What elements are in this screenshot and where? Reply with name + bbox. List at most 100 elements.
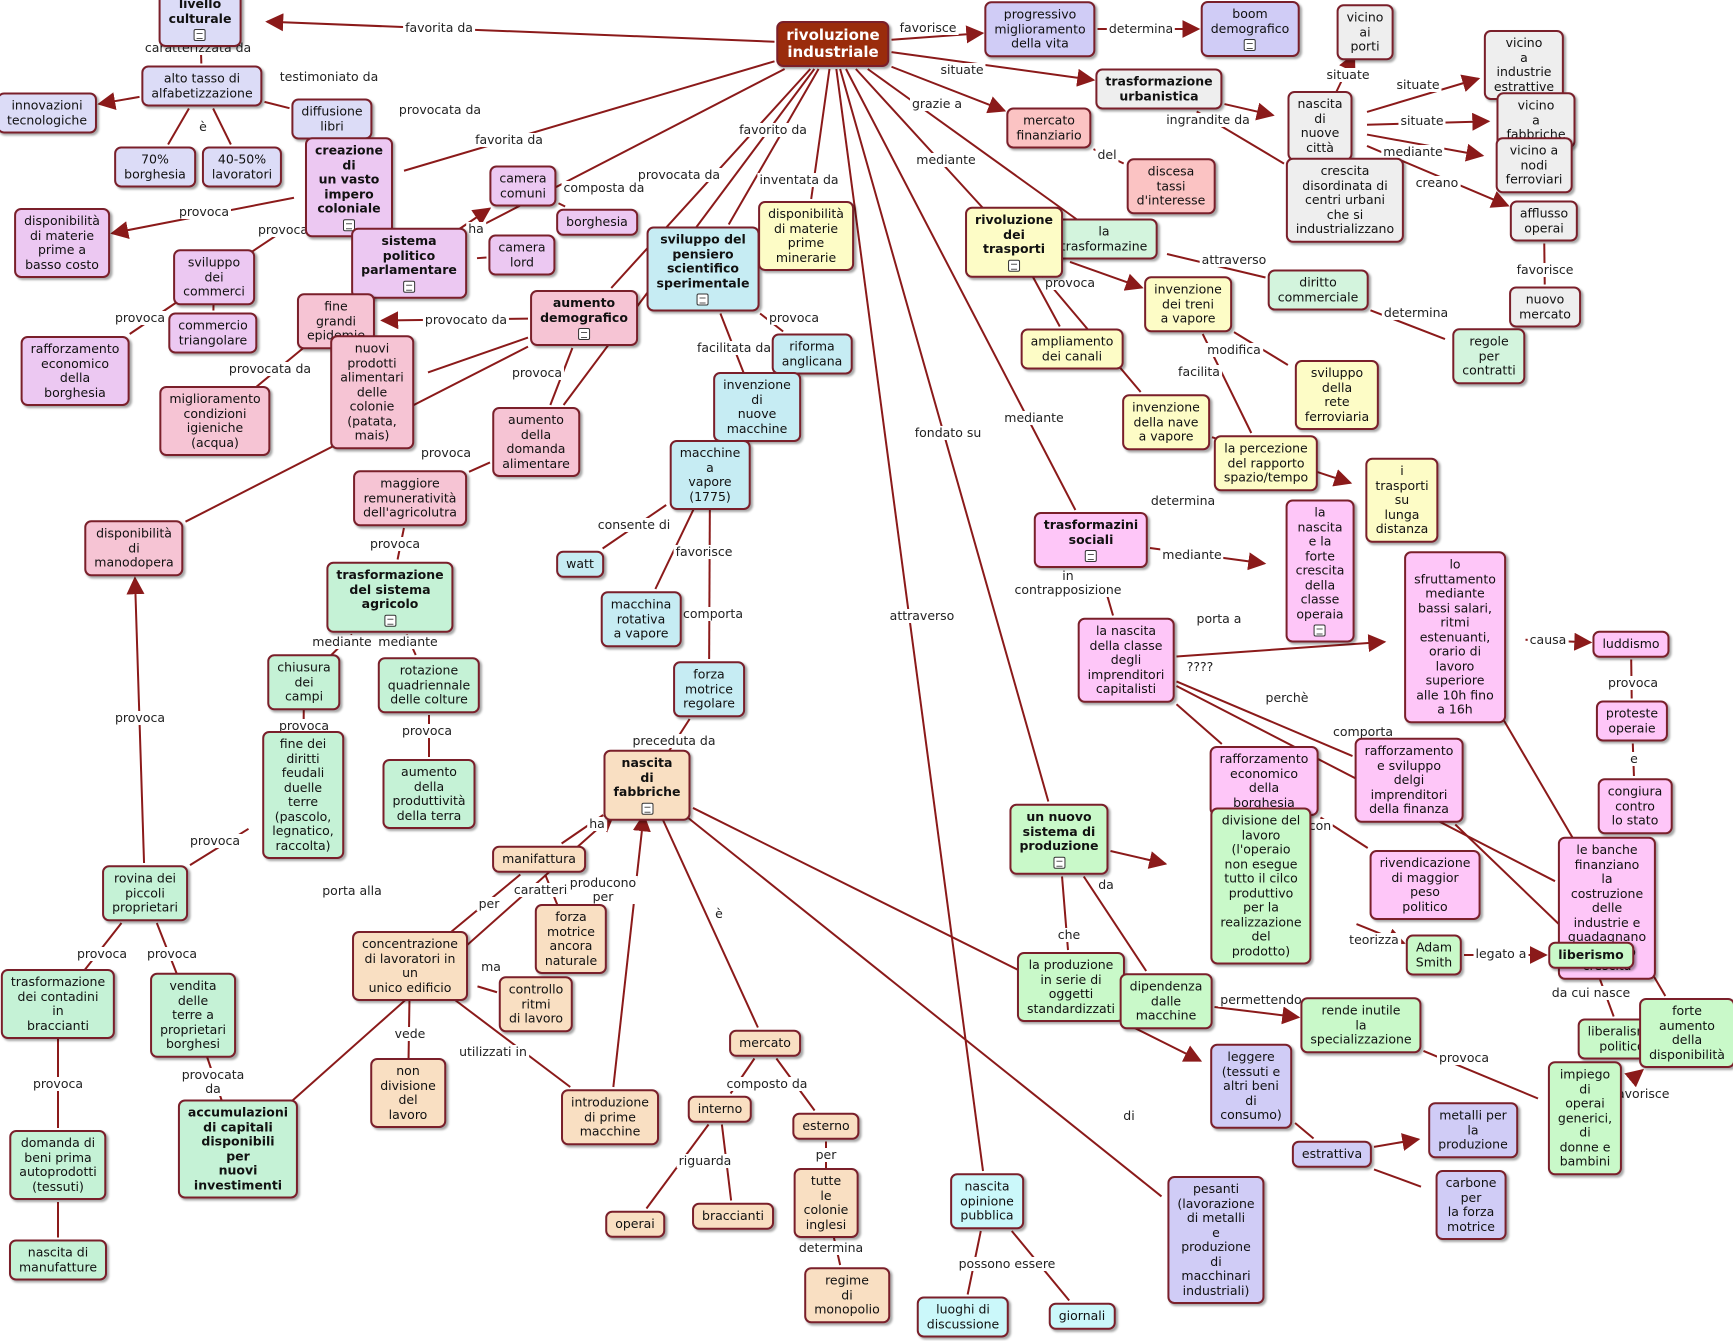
concept-node-esr[interactable]: estrattiva [1291, 1140, 1373, 1168]
concept-node-rpp[interactable]: rovina dei piccoli proprietari [102, 865, 188, 921]
concept-node-ccs[interactable]: congiura contro lo stato [1597, 778, 1673, 834]
concept-node-psd[interactable]: la produzione in serie di oggetti standa… [1016, 952, 1126, 1022]
concept-node-fmr[interactable]: forza motrice regolare [673, 661, 745, 717]
document-icon[interactable] [193, 29, 206, 41]
concept-node-lib[interactable]: liberismo [1548, 941, 1634, 969]
concept-node-aop[interactable]: afflusso operai [1509, 200, 1579, 242]
concept-node-p40[interactable]: 40-50% lavoratori [201, 146, 283, 188]
concept-node-rebo[interactable]: rafforzamento economico della borghesia [20, 336, 130, 406]
concept-node-int[interactable]: interno [687, 1095, 753, 1123]
concept-node-dti[interactable]: discesa tassi d'interesse [1126, 158, 1216, 214]
concept-node-fad[interactable]: forte aumento della disponibilità [1639, 998, 1733, 1068]
document-icon[interactable] [342, 218, 355, 231]
concept-node-rpc[interactable]: regole per contratti [1452, 328, 1526, 384]
concept-node-rmp[interactable]: rivendicazione di maggior peso politico [1369, 850, 1481, 920]
document-icon[interactable] [1052, 856, 1065, 869]
concept-node-apt[interactable]: aumento della produttività della terra [382, 759, 476, 829]
concept-node-crl[interactable]: controllo ritmi di lavoro [498, 976, 574, 1032]
concept-node-dmp[interactable]: disponibilità di materie prime a basso c… [14, 208, 110, 278]
concept-node-inv[interactable]: invenzione della nave a vapore [1122, 394, 1210, 450]
concept-node-p70[interactable]: 70% borghesia [114, 146, 196, 188]
concept-node-nnc[interactable]: nascita di nuove città [1287, 91, 1353, 161]
concept-node-srf[interactable]: sviluppo della rete ferroviaria [1294, 360, 1380, 430]
concept-node-tld[interactable]: i trasporti su lunga distanza [1365, 457, 1439, 543]
concept-node-ri[interactable]: rivoluzione industriale [776, 21, 890, 67]
concept-node-tso[interactable]: trasformazini sociali [1033, 512, 1149, 568]
concept-node-vpo[interactable]: vicino ai porti [1336, 4, 1394, 60]
concept-node-clo[interactable]: camera lord [488, 234, 556, 276]
concept-node-mra[interactable]: maggiore remuneratività dell'agricolutra [353, 470, 467, 526]
document-icon[interactable] [696, 293, 709, 306]
concept-node-ris[interactable]: rende inutile la specializzazione [1300, 997, 1422, 1053]
concept-node-ipm[interactable]: introduzione di prime macchine [561, 1089, 659, 1145]
concept-node-itv[interactable]: invenzione dei treni a vapore [1144, 276, 1232, 332]
concept-node-nsp[interactable]: un nuovo sistema di produzione [1009, 803, 1109, 875]
concept-node-nme[interactable]: nuovo mercato [1509, 286, 1581, 328]
concept-node-mer[interactable]: mercato [729, 1029, 801, 1057]
concept-node-ddl[interactable]: divisione del lavoro (l'operaio non eseg… [1210, 807, 1312, 965]
concept-node-tci[interactable]: tutte le colonie inglesi [793, 1168, 859, 1238]
concept-node-pes[interactable]: pesanti (lavorazione di metalli e produz… [1167, 1176, 1265, 1304]
concept-node-fdf[interactable]: fine dei diritti feudali duelle terre (p… [262, 731, 344, 859]
concept-node-vnf[interactable]: vicino a nodi ferroviari [1495, 137, 1573, 193]
document-icon[interactable] [1243, 39, 1256, 51]
concept-node-clu[interactable]: concentrazione di lavoratori in un unico… [352, 931, 468, 1001]
document-icon[interactable] [577, 328, 590, 340]
concept-node-rsi[interactable]: rafforzamento e sviluppo delgi imprendit… [1354, 737, 1464, 823]
concept-node-inm[interactable]: invenzione di nuove macchine [713, 372, 801, 442]
concept-node-dmm[interactable]: disponibilità di materie prime minerarie [758, 201, 854, 271]
concept-node-mpp[interactable]: metalli per la produzione [1428, 1102, 1518, 1158]
concept-node-lud[interactable]: luddismo [1592, 630, 1670, 658]
concept-node-lpr[interactable]: la percezione del rapporto spazio/tempo [1213, 435, 1319, 491]
concept-node-nma[interactable]: nascita di manufatture [8, 1239, 108, 1281]
concept-node-cdc[interactable]: crescita disordinata di centri urbani ch… [1285, 157, 1405, 243]
concept-node-mav[interactable]: macchine a vapore (1775) [669, 440, 751, 510]
concept-node-dma[interactable]: disponibilità di manodopera [84, 520, 184, 576]
concept-node-lnf[interactable]: la nascita e la forte crescita della cla… [1285, 499, 1355, 643]
concept-node-ltr[interactable]: la trasformazine [1050, 218, 1158, 260]
document-icon[interactable] [383, 614, 396, 627]
concept-node-ata[interactable]: alto tasso di alfabetizzazione [141, 65, 263, 107]
concept-node-dco[interactable]: diritto commerciale [1267, 269, 1369, 311]
concept-node-lnc[interactable]: la nascita della classe degli imprendito… [1077, 617, 1175, 703]
concept-node-cfm[interactable]: carbone per la forza motrice [1435, 1170, 1507, 1240]
concept-node-chc[interactable]: chiusura dei campi [267, 654, 341, 710]
concept-node-adc[interactable]: ampliamento dei canali [1020, 328, 1124, 370]
concept-node-nop[interactable]: nascita opinione pubblica [950, 1173, 1024, 1229]
concept-node-ddm[interactable]: dipendenza dalle macchine [1119, 973, 1213, 1029]
concept-node-mci[interactable]: miglioramento condizioni igieniche (acqu… [159, 386, 271, 456]
concept-node-ada[interactable]: aumento della domanda alimentare [492, 407, 580, 477]
concept-node-vtp[interactable]: vendita delle terre a proprietari borghe… [150, 972, 236, 1058]
document-icon[interactable] [640, 802, 653, 815]
concept-node-fmn[interactable]: forza motrice ancora naturale [534, 904, 608, 974]
concept-node-asm[interactable]: Adam Smith [1405, 934, 1463, 976]
concept-node-bor[interactable]: borghesia [556, 208, 638, 236]
concept-node-pmv[interactable]: progressivo miglioramento della vita [984, 1, 1096, 57]
concept-node-wat[interactable]: watt [556, 550, 604, 578]
concept-node-man[interactable]: manifattura [492, 845, 586, 873]
concept-node-tsa[interactable]: trasformazione del sistema agricolo [326, 561, 454, 633]
concept-node-ndl[interactable]: non divisione del lavoro [370, 1058, 446, 1128]
concept-node-mrv[interactable]: macchina rotativa a vapore [600, 591, 682, 647]
concept-node-bra[interactable]: braccianti [692, 1202, 774, 1230]
concept-node-gio[interactable]: giornali [1048, 1302, 1116, 1330]
concept-node-leg[interactable]: leggere (tessuti e altri beni di consumo… [1210, 1043, 1292, 1129]
document-icon[interactable] [402, 280, 415, 293]
concept-node-reb2[interactable]: rafforzamento economico della borghesia [1209, 746, 1319, 816]
concept-node-ldd[interactable]: luoghi di discussione [916, 1296, 1010, 1338]
document-icon[interactable] [1008, 259, 1020, 272]
concept-node-mfi[interactable]: mercato finanziario [1006, 107, 1092, 149]
concept-node-ctr[interactable]: commercio triangolare [168, 312, 258, 354]
concept-node-tur[interactable]: trasformazione urbanistica [1095, 68, 1223, 110]
concept-node-bde[interactable]: boom demografico [1200, 1, 1300, 57]
concept-node-rdm[interactable]: regime di monopolio [804, 1267, 890, 1323]
concept-node-ndf[interactable]: nascita di fabbriche [603, 749, 691, 821]
concept-node-cco[interactable]: camera comuni [489, 165, 557, 207]
concept-node-cvi[interactable]: creazione di un vasto impero coloniale [304, 137, 394, 237]
concept-node-sdc[interactable]: sviluppo dei commerci [173, 249, 255, 305]
concept-node-ad[interactable]: aumento demografico [530, 290, 638, 346]
concept-node-acc[interactable]: accumulazioni di capitali disponibili pe… [177, 1099, 299, 1199]
concept-node-vie[interactable]: vicino a industrie estrattive [1483, 30, 1565, 100]
concept-node-iog[interactable]: impiego di operai generici, di donne e b… [1547, 1061, 1623, 1175]
concept-node-spp[interactable]: sistema politico parlamentare [351, 227, 467, 299]
